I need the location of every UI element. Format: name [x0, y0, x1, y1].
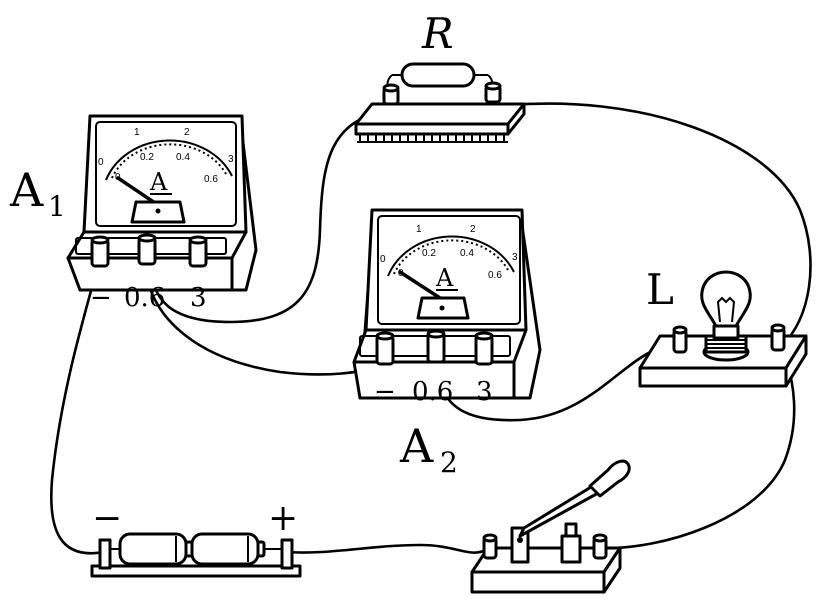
lamp: L: [638, 265, 808, 388]
wires: [50, 102, 812, 555]
resistor-label: R: [421, 9, 454, 58]
a2-terminal-06: [426, 329, 446, 364]
ammeter-a1-label: A: [9, 163, 44, 217]
a1-scale-bottom-3: 0.6: [204, 174, 218, 185]
a1-terminal-label-minus: −: [90, 283, 112, 313]
battery: − +: [90, 498, 302, 578]
a1-terminal-minus: [90, 235, 110, 268]
wire-a1-to-battery: [50, 260, 106, 555]
resistor-terminal-right: [484, 81, 502, 104]
a1-scale-top-1: 1: [134, 127, 140, 138]
battery-minus-label: −: [92, 498, 122, 539]
switch-terminal-left: [482, 533, 498, 560]
a1-scale-bottom-1: 0.2: [140, 152, 154, 163]
lamp-label: L: [646, 265, 674, 314]
wire-battery-to-switch: [284, 543, 492, 554]
ammeter-a1-label-sub: 1: [48, 190, 66, 223]
switch-terminal-right: [592, 533, 608, 560]
wire-switch-to-lamp: [600, 348, 796, 550]
ammeter-a2-label: A: [399, 419, 434, 473]
a2-face-unit: A: [435, 264, 454, 292]
a2-scale-bottom-3: 0.6: [488, 270, 502, 281]
a1-terminal-label-06: 0.6: [124, 283, 165, 313]
a1-terminal-label-3: 3: [190, 283, 207, 313]
a1-scale-top-3: 3: [228, 154, 234, 165]
a2-terminal-3: [474, 331, 494, 366]
lamp-terminal-right: [770, 323, 786, 352]
a1-terminal-3: [188, 235, 208, 268]
wire-a2-to-lamp: [434, 343, 682, 422]
wire-a1-to-resistor: [148, 108, 392, 324]
battery-cell-1: [118, 532, 194, 566]
ammeter-a2: 0 1 2 3 0 0.2 0.4 0.6 A − 0.6: [352, 208, 542, 479]
a2-needle: [398, 270, 442, 300]
resistor: R: [354, 9, 526, 143]
a1-terminal-06: [137, 233, 157, 266]
a1-scale-top-0: 0: [98, 157, 104, 168]
a2-terminal-label-3: 3: [476, 377, 493, 407]
resistor-base-hatching: [357, 134, 508, 143]
wire-resistor-to-lamp: [498, 102, 812, 347]
a2-terminal-label-06: 0.6: [412, 377, 453, 407]
battery-plus-label: +: [268, 498, 298, 539]
a2-scale-top-3: 3: [512, 252, 518, 263]
resistor-terminal-left: [382, 83, 400, 106]
battery-cell-2: [190, 532, 266, 566]
a2-scale-top-2: 2: [470, 224, 476, 235]
lamp-terminal-left: [672, 325, 688, 354]
a2-scale-bottom-2: 0.4: [460, 248, 474, 259]
ammeter-a1: A 1 0 1 2 3 0 0.2 0.4 0.6 A: [9, 114, 258, 313]
ammeter-a2-label-sub: 2: [440, 446, 458, 479]
a1-scale-top-2: 2: [184, 127, 190, 138]
a2-scale-top-1: 1: [416, 224, 422, 235]
a2-scale-top-0: 0: [380, 254, 386, 265]
a1-face-unit: A: [149, 168, 168, 196]
switch: [470, 459, 631, 594]
a2-terminal-minus: [375, 331, 395, 366]
a2-scale-bottom-1: 0.2: [422, 248, 436, 259]
a2-terminal-label-minus: −: [374, 377, 396, 407]
a1-scale-bottom-2: 0.4: [176, 152, 190, 163]
